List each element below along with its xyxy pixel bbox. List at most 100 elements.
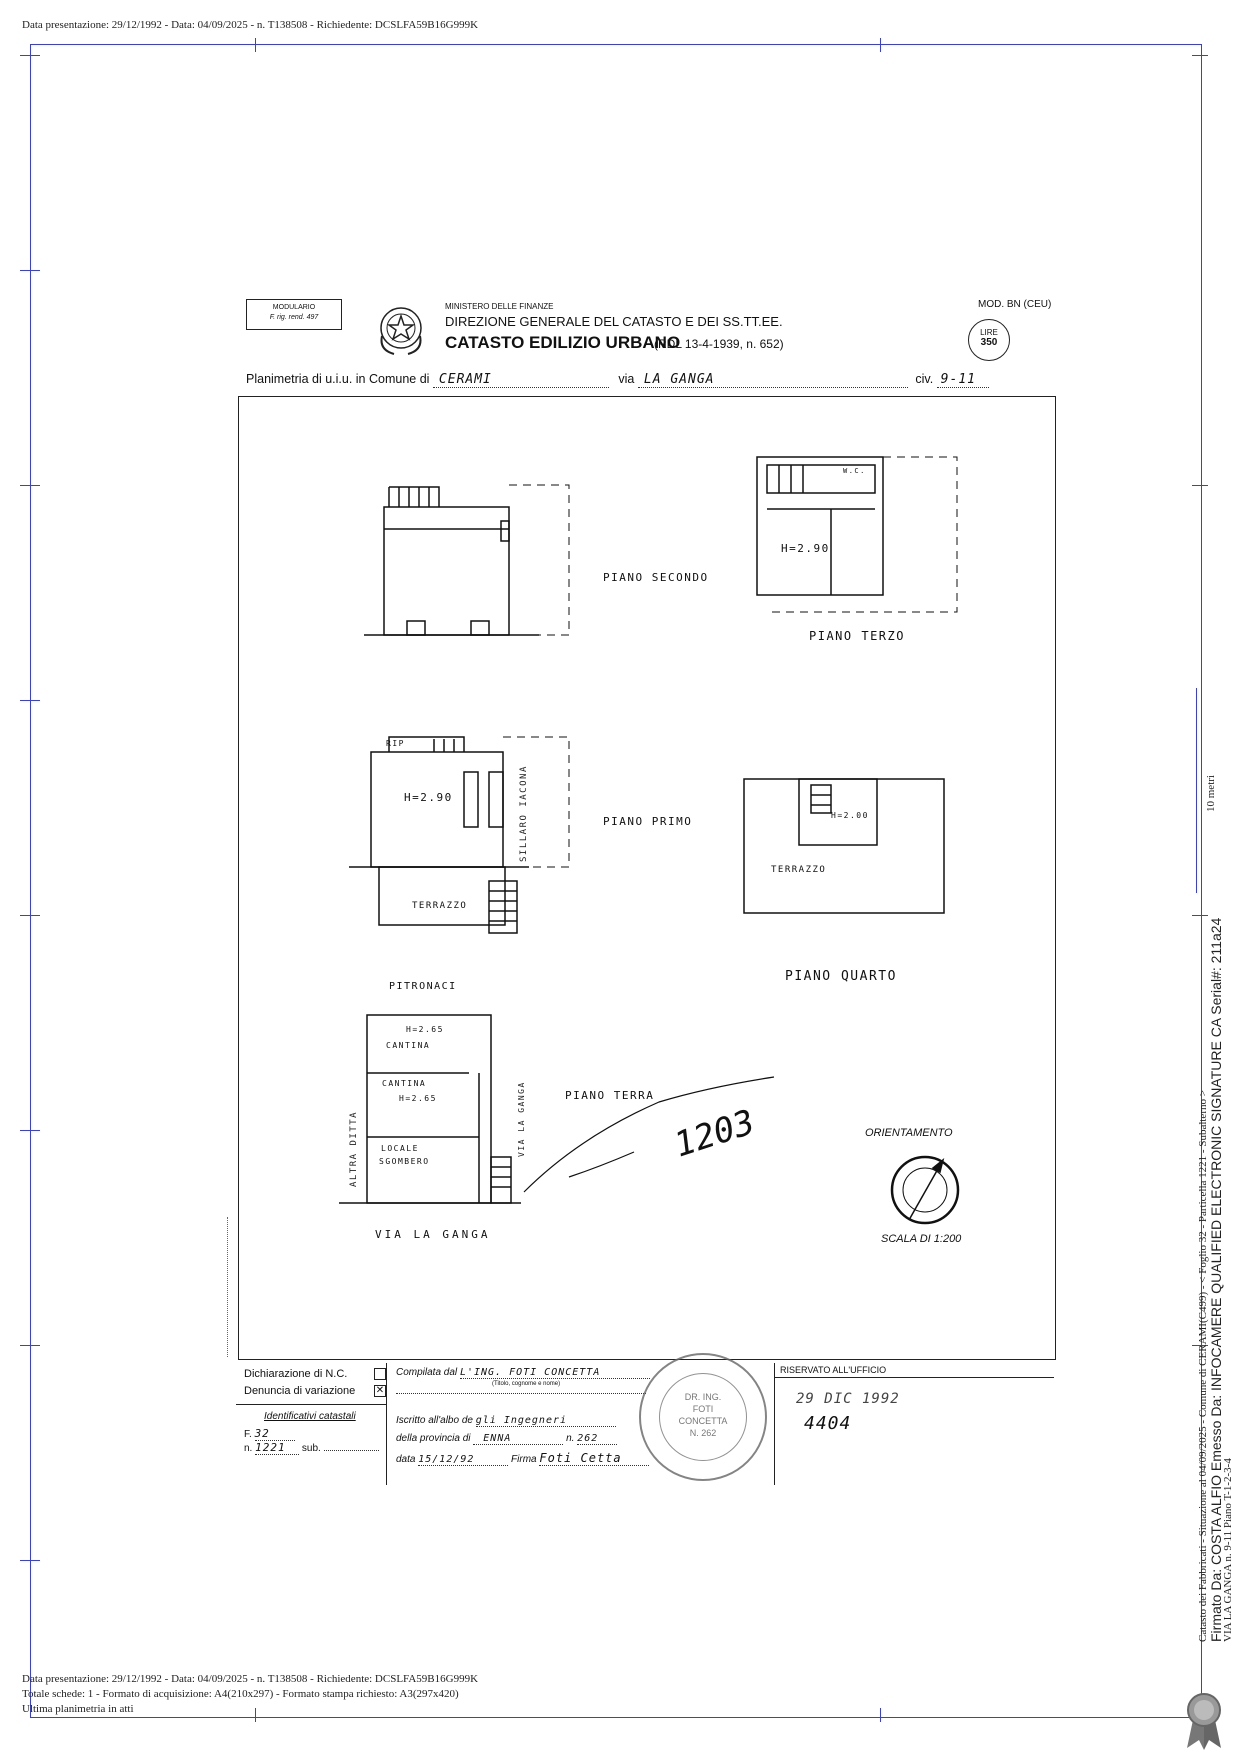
frame-tick bbox=[880, 1708, 881, 1722]
frame-tick bbox=[20, 270, 40, 271]
iscritto-line: Iscritto all'albo de gli Ingegneri bbox=[396, 1415, 616, 1427]
sub-label: sub. bbox=[301, 1443, 321, 1454]
label-terrazzo-primo: TERRAZZO bbox=[412, 901, 468, 911]
stamp-line-3: CONCETTA bbox=[678, 1416, 728, 1426]
data-value: 15/12/92 bbox=[418, 1454, 509, 1466]
plan-line: Planimetria di u.i.u. in Comune di CERAM… bbox=[246, 372, 989, 388]
compilata-label: Compilata dal bbox=[396, 1367, 458, 1378]
frame-tick bbox=[1192, 55, 1208, 56]
compilata-value: L'ING. FOTI CONCETTA bbox=[459, 1367, 650, 1379]
stamp-line-4: N. 262 bbox=[689, 1428, 717, 1438]
label-cantina-b: CANTINA bbox=[382, 1079, 427, 1088]
frame-tick bbox=[20, 55, 40, 56]
label-piano-terra: PIANO TERRA bbox=[565, 1089, 655, 1102]
foglio-value: 32 bbox=[254, 1427, 295, 1441]
frame-tick bbox=[255, 38, 256, 52]
riservato-label: RISERVATO ALL'UFFICIO bbox=[780, 1365, 887, 1375]
ministry-label: MINISTERO DELLE FINANZE bbox=[445, 302, 554, 311]
label-rip: RIP bbox=[386, 739, 405, 748]
frame-tick bbox=[1192, 485, 1208, 486]
seal-badge-icon bbox=[1187, 1693, 1221, 1750]
firma-value: Foti Cetta bbox=[539, 1451, 650, 1466]
bottom-section: Dichiarazione di N.C. Denuncia di variaz… bbox=[236, 1353, 1066, 1485]
label-h265-a: H=2.65 bbox=[406, 1025, 444, 1034]
lire-label: LIRE bbox=[980, 328, 998, 337]
page-frame bbox=[30, 44, 1202, 1718]
footer-line-2: Totale schede: 1 - Formato di acquisizio… bbox=[22, 1688, 459, 1700]
label-wc: W.C. bbox=[843, 467, 866, 475]
modulario-label: MODULARIO bbox=[272, 304, 316, 311]
label-piano-primo: PIANO PRIMO bbox=[603, 815, 693, 828]
footer-line-3: Ultima planimetria in atti bbox=[22, 1703, 134, 1715]
data-label: data bbox=[396, 1454, 416, 1465]
iscritto-value: gli Ingegneri bbox=[475, 1415, 616, 1427]
scale-bar-label: 10 metri bbox=[1205, 775, 1217, 812]
provincia-value: ENNA bbox=[473, 1433, 564, 1445]
republic-emblem-icon bbox=[380, 307, 422, 355]
via-value: LA GANGA bbox=[637, 372, 908, 388]
label-h200: H=2.00 bbox=[831, 811, 869, 820]
printer-note bbox=[227, 1217, 230, 1357]
frame-tick bbox=[20, 485, 40, 486]
titolo-label: (Titolo, cognome e nome) bbox=[492, 1381, 561, 1387]
frame-tick bbox=[20, 1130, 40, 1131]
professional-stamp: DR. ING. FOTI CONCETTA N. 262 bbox=[639, 1353, 767, 1481]
label-pitronaci: PITRONACI bbox=[389, 981, 457, 992]
data-firma-line: data 15/12/92 Firma Foti Cetta bbox=[396, 1451, 650, 1466]
catasto-info-text: Catasto dei Fabbricati - Situazione al 0… bbox=[1197, 1090, 1209, 1642]
frame-tick bbox=[20, 1345, 40, 1346]
label-h290-terzo: H=2.90 bbox=[781, 542, 830, 555]
sub-value bbox=[323, 1450, 379, 1451]
office-stamp-number: 4404 bbox=[804, 1413, 852, 1434]
divider bbox=[774, 1377, 1054, 1378]
label-altra-ditta: ALTRA DITTA bbox=[349, 1110, 359, 1187]
particella-label: n. bbox=[244, 1443, 253, 1454]
label-scala: SCALA DI 1:200 bbox=[881, 1233, 962, 1245]
particella-line: n. 1221 sub. bbox=[244, 1441, 379, 1455]
comune-value: CERAMI bbox=[432, 372, 609, 388]
lire-badge: LIRE 350 bbox=[968, 319, 1010, 361]
model-label: MOD. BN (CEU) bbox=[978, 299, 1052, 310]
frame-tick bbox=[1192, 915, 1208, 916]
label-terrazzo-quarto: TERRAZZO bbox=[771, 865, 827, 875]
denuncia-checkbox-checked[interactable]: ✕ bbox=[374, 1385, 386, 1397]
label-cantina-a: CANTINA bbox=[386, 1041, 431, 1050]
header-info: Data presentazione: 29/12/1992 - Data: 0… bbox=[22, 19, 479, 31]
plan-prefix: Planimetria di u.i.u. in Comune di bbox=[246, 372, 430, 386]
label-piano-secondo: PIANO SECONDO bbox=[603, 571, 709, 584]
provincia-label: della provincia di bbox=[396, 1433, 471, 1444]
plan-annotation-number: 1203 bbox=[669, 1102, 759, 1165]
iscritto-label: Iscritto all'albo de bbox=[396, 1415, 473, 1426]
lire-value: 350 bbox=[980, 337, 998, 348]
frame-tick bbox=[20, 700, 40, 701]
label-h265-b: H=2.65 bbox=[399, 1094, 437, 1103]
civ-label: civ. bbox=[915, 372, 934, 386]
scale-bar bbox=[1196, 688, 1197, 893]
dich-nc-label: Dichiarazione di N.C. bbox=[244, 1368, 348, 1380]
label-h290-primo: H=2.90 bbox=[404, 791, 453, 804]
frame-tick bbox=[20, 1560, 40, 1561]
n2-value: 262 bbox=[577, 1433, 618, 1445]
foglio-label: F. bbox=[244, 1429, 252, 1440]
blank-line bbox=[396, 1393, 646, 1394]
drawing-area: 1203 PIANO SECONDO PIANO TERZO PIANO PRI… bbox=[227, 396, 1056, 1360]
civ-value: 9-11 bbox=[936, 372, 989, 388]
form-title: CATASTO EDILIZIO URBANO bbox=[445, 333, 681, 352]
label-via-la-ganga-bottom: VIA LA GANGA bbox=[375, 1228, 491, 1241]
modulario-ref: F. rig. rend. 497 bbox=[269, 314, 319, 321]
label-piano-terzo: PIANO TERZO bbox=[809, 629, 905, 643]
denuncia-label: Denuncia di variazione bbox=[244, 1385, 356, 1397]
office-stamp-date: 29 DIC 1992 bbox=[796, 1391, 900, 1407]
firma-label: Firma bbox=[511, 1454, 537, 1465]
modulario-box: MODULARIO F. rig. rend. 497 bbox=[246, 299, 342, 330]
foglio-line: F. 32 bbox=[244, 1427, 295, 1441]
frame-tick bbox=[880, 38, 881, 52]
divider bbox=[236, 1404, 386, 1405]
frame-tick bbox=[1192, 1345, 1208, 1346]
dich-nc-checkbox[interactable] bbox=[374, 1368, 386, 1380]
label-piano-quarto: PIANO QUARTO bbox=[785, 969, 897, 984]
identificativi-label: Identificativi catastali bbox=[264, 1411, 356, 1422]
provincia-line: della provincia di ENNA n. 262 bbox=[396, 1433, 618, 1445]
law-reference: (RDL 13-4-1939, n. 652) bbox=[654, 337, 784, 351]
footer-line-1: Data presentazione: 29/12/1992 - Data: 0… bbox=[22, 1673, 479, 1685]
